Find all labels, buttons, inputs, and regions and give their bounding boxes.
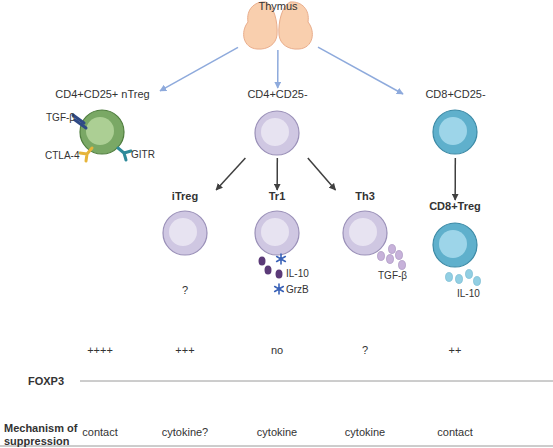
cell-nucleus xyxy=(169,218,197,246)
table-cell: no xyxy=(271,344,283,357)
arrow-connector xyxy=(276,158,278,190)
table-cell: cytokine? xyxy=(162,426,208,439)
organ-node: Thymus xyxy=(238,0,318,50)
table-rule xyxy=(0,446,553,447)
molecule-label: IL-10 xyxy=(286,268,309,280)
cell-node: Tr1 xyxy=(242,190,312,258)
cell-membrane xyxy=(255,211,299,255)
cell-node: iTreg xyxy=(150,190,220,258)
table-cell: +++ xyxy=(175,344,194,357)
table-cell: ++ xyxy=(449,344,462,357)
molecule-label: TGF-β xyxy=(46,112,75,124)
unknown-mark: ? xyxy=(182,284,188,297)
arrow-connector xyxy=(318,47,403,94)
cell-node: CD8+CD25- xyxy=(403,88,508,158)
table-cell: ++++ xyxy=(87,344,113,357)
molecule-label: TGF-β xyxy=(378,270,407,282)
node-label: iTreg xyxy=(150,190,220,203)
row-header: Mechanism of suppression xyxy=(4,422,92,448)
gitr-receptor xyxy=(118,148,131,160)
cell-membrane xyxy=(255,111,299,155)
cell-membrane xyxy=(433,223,477,267)
cell-membrane xyxy=(163,211,207,255)
cd8-il10-molecules xyxy=(446,270,481,286)
molecule-label: GITR xyxy=(131,149,155,161)
arrow-connector xyxy=(308,158,336,190)
cell-membrane xyxy=(343,211,387,255)
cell-membrane xyxy=(433,110,477,154)
molecule-label: CTLA-4 xyxy=(45,150,79,162)
cell-node: Th3 xyxy=(330,190,400,258)
cell-nucleus xyxy=(86,117,114,145)
cell-nucleus xyxy=(261,118,289,146)
table-cell: contact xyxy=(82,426,117,439)
node-label: Th3 xyxy=(330,190,400,203)
node-label: CD4+CD25- xyxy=(225,88,330,101)
cell-node: CD4+CD25- xyxy=(225,88,330,158)
arrow-connector xyxy=(216,158,245,190)
node-label: CD8+Treg xyxy=(410,200,500,213)
molecule-label: GrzB xyxy=(286,284,309,296)
table-cell: contact xyxy=(437,426,472,439)
arrow-connector xyxy=(454,158,456,200)
table-rule xyxy=(80,381,553,382)
node-label: CD8+CD25- xyxy=(403,88,508,101)
cell-nucleus xyxy=(349,218,377,246)
row-header: FOXP3 xyxy=(28,375,64,388)
table-cell: ? xyxy=(362,344,368,357)
node-label: CD4+CD25+ nTreg xyxy=(45,88,160,101)
cell-nucleus xyxy=(261,218,289,246)
cell-membrane xyxy=(80,110,124,154)
tgf-beta-molecules xyxy=(378,245,406,270)
node-label: Tr1 xyxy=(242,190,312,203)
molecule-label: IL-10 xyxy=(457,288,480,300)
node-label: Thymus xyxy=(238,0,318,13)
granzyme-b-stars xyxy=(275,254,286,294)
arrow-connector xyxy=(160,47,238,91)
arrow-connector xyxy=(277,50,279,88)
cell-nucleus xyxy=(439,117,467,145)
cell-nucleus xyxy=(439,230,467,258)
cell-node: CD8+Treg xyxy=(410,200,500,270)
table-cell: cytokine xyxy=(345,426,385,439)
table-cell: cytokine xyxy=(257,426,297,439)
il10-molecules xyxy=(259,257,283,279)
